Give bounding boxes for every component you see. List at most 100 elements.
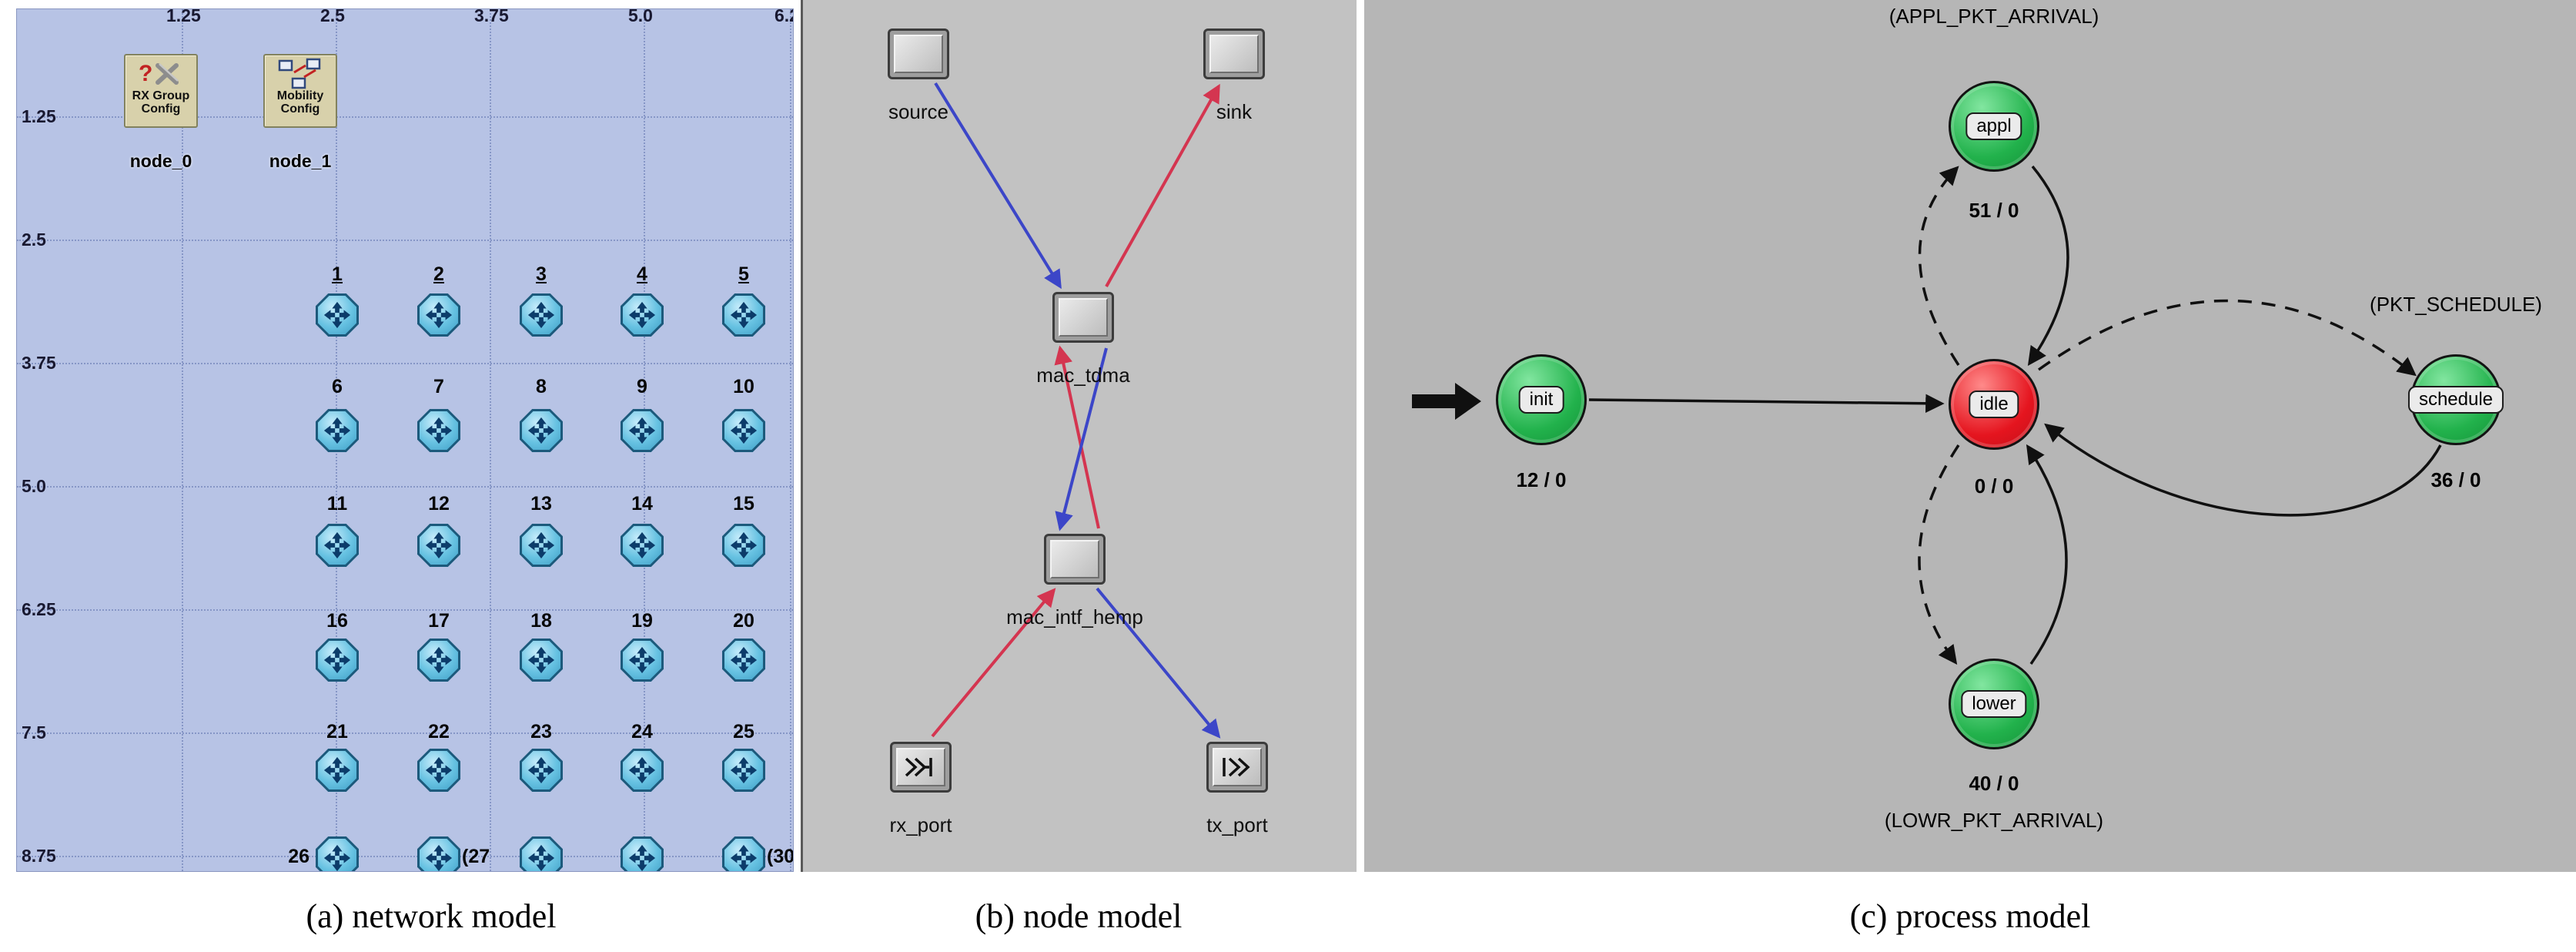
- module-mac_tdma[interactable]: [1052, 292, 1114, 343]
- move-arrows-icon: [425, 646, 453, 674]
- node-octagon: [417, 293, 460, 337]
- move-arrows-icon: [527, 646, 555, 674]
- node-octagon-face: [522, 526, 560, 565]
- wireless-node[interactable]: [722, 836, 765, 871]
- wireless-node[interactable]: [722, 639, 765, 682]
- node-octagon-face: [724, 641, 763, 679]
- wireless-node[interactable]: [520, 409, 563, 452]
- wireless-node[interactable]: [316, 293, 359, 337]
- wireless-node[interactable]: [316, 749, 359, 792]
- move-arrows-icon: [628, 531, 656, 559]
- node-octagon-face: [318, 751, 356, 789]
- wireless-node[interactable]: [520, 639, 563, 682]
- module-sink[interactable]: [1203, 28, 1265, 79]
- transition-idle-to-appl: [1918, 166, 1960, 366]
- node-octagon: [520, 749, 563, 792]
- node-number-label: 4: [637, 263, 647, 285]
- node-octagon: [316, 639, 359, 682]
- grid-hline: [17, 363, 793, 364]
- node-number-label: 16: [326, 610, 348, 632]
- wireless-node[interactable]: [520, 749, 563, 792]
- state-init[interactable]: init: [1496, 354, 1587, 445]
- wireless-node[interactable]: [417, 524, 460, 567]
- x-axis-label: 2.5: [320, 8, 345, 25]
- grid-hline: [17, 116, 793, 118]
- node-octagon-face: [420, 411, 458, 450]
- module-face: [896, 748, 945, 786]
- module-tx_port[interactable]: [1206, 742, 1268, 793]
- node-octagon: [316, 836, 359, 871]
- state-schedule[interactable]: schedule: [2407, 354, 2504, 445]
- node-number-label: (27: [462, 846, 490, 867]
- node-number-label: 11: [326, 493, 348, 515]
- wireless-node[interactable]: [520, 836, 563, 871]
- rx-group-config-icon: ?: [139, 61, 179, 86]
- wireless-node[interactable]: [722, 293, 765, 337]
- wireless-node[interactable]: [621, 749, 664, 792]
- module-label-rx_port: rx_port: [889, 813, 952, 836]
- wireless-node[interactable]: [621, 639, 664, 682]
- y-axis-label: 3.75: [22, 353, 56, 373]
- wireless-node[interactable]: [417, 293, 460, 337]
- wireless-node[interactable]: [417, 639, 460, 682]
- wireless-node[interactable]: [520, 293, 563, 337]
- caption-process-model: (c) process model: [1849, 897, 2091, 935]
- state-lower[interactable]: lower: [1949, 659, 2039, 749]
- wireless-node[interactable]: [621, 836, 664, 871]
- node-octagon: [520, 293, 563, 337]
- move-arrows-icon: [730, 531, 758, 559]
- node-octagon-face: [318, 526, 356, 565]
- wireless-node[interactable]: [722, 524, 765, 567]
- wireless-node[interactable]: [417, 836, 460, 871]
- wireless-node[interactable]: [722, 749, 765, 792]
- grid-vline: [790, 9, 791, 871]
- wireless-node[interactable]: [417, 749, 460, 792]
- node-octagon: [722, 639, 765, 682]
- y-axis-label: 8.75: [22, 846, 56, 866]
- wireless-node[interactable]: [520, 524, 563, 567]
- wireless-node[interactable]: [417, 409, 460, 452]
- module-mac_intf_hemp[interactable]: [1044, 534, 1106, 585]
- module-source[interactable]: [888, 28, 949, 79]
- module-label-mac_tdma: mac_tdma: [1036, 364, 1130, 387]
- move-arrows-icon: [527, 417, 555, 444]
- wireless-node[interactable]: [722, 409, 765, 452]
- node-octagon: [621, 409, 664, 452]
- node-octagon: [722, 409, 765, 452]
- node-octagon: [417, 749, 460, 792]
- state-appl[interactable]: appl: [1949, 81, 2039, 172]
- module-label-sink: sink: [1216, 100, 1253, 123]
- state-label-idle: idle: [1969, 391, 2019, 418]
- wireless-node[interactable]: [316, 639, 359, 682]
- transition-lower-to-idle: [2026, 444, 2068, 665]
- node-number-label: 7: [433, 376, 444, 397]
- wireless-node[interactable]: [316, 836, 359, 871]
- node-number-label: 13: [530, 493, 552, 515]
- node-number-label: 21: [326, 721, 348, 742]
- module-label-source: source: [888, 100, 949, 123]
- state-idle[interactable]: idle: [1949, 359, 2039, 450]
- caption-node-model: (b) node model: [975, 897, 1183, 935]
- move-arrows-icon: [628, 301, 656, 329]
- move-arrows-icon: [323, 531, 351, 559]
- state-label-init: init: [1518, 386, 1564, 414]
- wireless-node[interactable]: [316, 409, 359, 452]
- move-arrows-icon: [628, 844, 656, 871]
- wireless-node[interactable]: [621, 293, 664, 337]
- y-axis-label: 7.5: [22, 722, 46, 742]
- wireless-node[interactable]: [621, 409, 664, 452]
- module-rx_port[interactable]: [890, 742, 952, 793]
- wireless-node[interactable]: [316, 524, 359, 567]
- link-mac_intf_hemp-to-mac_tdma: [1054, 345, 1100, 529]
- transition-init-to-idle: [1588, 394, 1945, 414]
- wireless-node[interactable]: [621, 524, 664, 567]
- node-number-label: 23: [530, 721, 552, 742]
- node-number-label: (30: [767, 846, 794, 867]
- node-octagon-face: [623, 751, 661, 789]
- transition-idle-to-lower: [1918, 444, 1960, 665]
- move-arrows-icon: [425, 417, 453, 444]
